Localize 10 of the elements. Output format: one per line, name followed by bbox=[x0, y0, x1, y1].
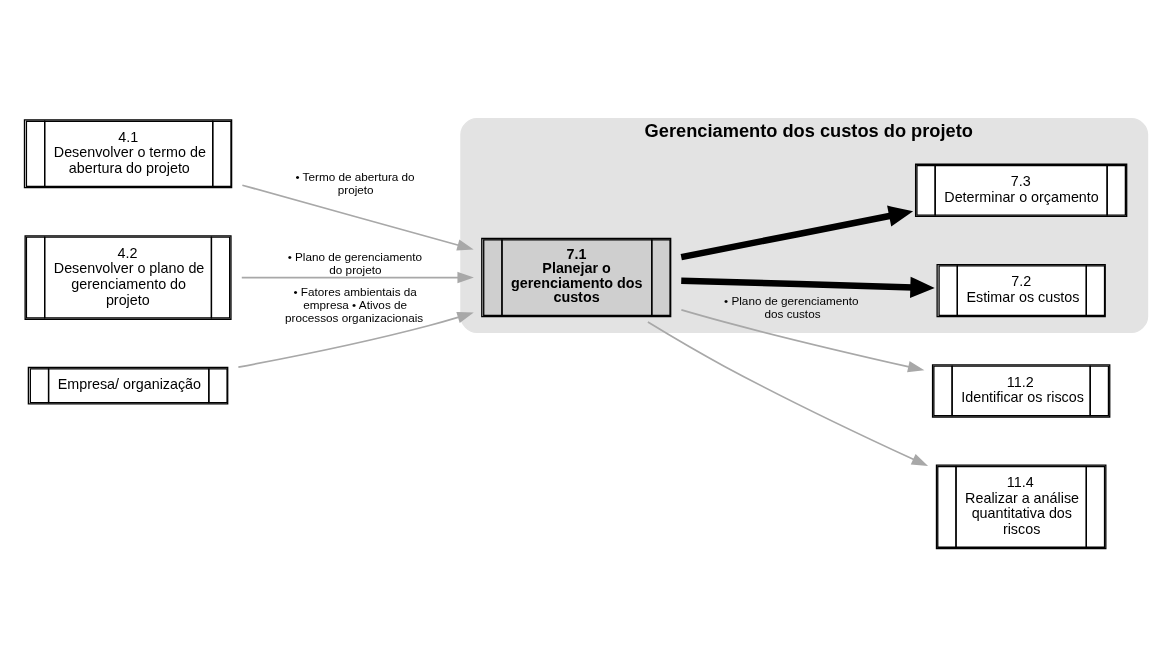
arrow bbox=[241, 184, 474, 251]
edge-label: • Termo de abertura do projeto bbox=[295, 170, 415, 197]
arrow bbox=[240, 271, 474, 284]
arrow bbox=[680, 205, 914, 261]
edge-label: • Plano de gerenciamento do projeto bbox=[287, 249, 423, 276]
arrow bbox=[680, 309, 925, 373]
arrow bbox=[647, 321, 929, 467]
arrow bbox=[237, 311, 474, 368]
edge-label: • Plano de gerenciamento dos custos bbox=[724, 294, 859, 321]
edge-label: • Fatores ambientais da empresa • Ativos de processos organizacionais bbox=[285, 285, 424, 325]
